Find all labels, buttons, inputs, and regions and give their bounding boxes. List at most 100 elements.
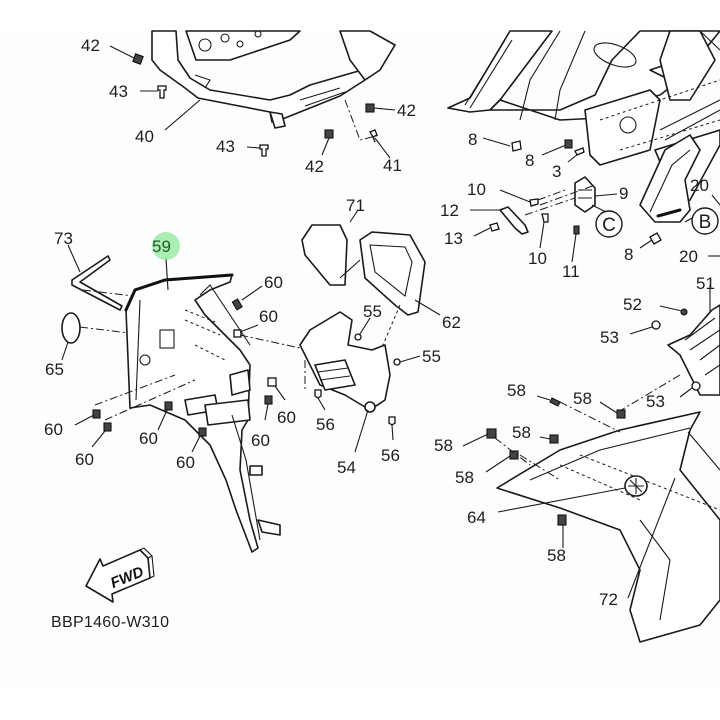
callout-20[interactable]: 20 <box>679 247 698 266</box>
fastener-60f <box>103 422 112 432</box>
fastener-42b <box>324 129 334 139</box>
part-20-harness-bracket <box>639 134 701 223</box>
fastener-58e <box>509 450 519 460</box>
callout-62[interactable]: 62 <box>442 313 461 332</box>
reference-marker-b-label: B <box>699 212 712 233</box>
callout-58[interactable]: 58 <box>455 468 474 487</box>
fastener-8a <box>511 140 522 152</box>
fastener-42a <box>132 53 144 65</box>
reference-marker-b: B <box>691 207 719 235</box>
callout-55[interactable]: 55 <box>422 347 441 366</box>
callout-13[interactable]: 13 <box>444 229 463 248</box>
callout-52[interactable]: 52 <box>623 295 642 314</box>
callout-42[interactable]: 42 <box>81 36 100 55</box>
fastener-10b <box>541 213 549 223</box>
part-73-trim-strip <box>71 255 123 311</box>
fastener-58a <box>549 397 561 407</box>
callout-12[interactable]: 12 <box>440 201 459 220</box>
callout-56[interactable]: 56 <box>316 415 335 434</box>
callout-labels: 42 43 40 43 42 42 41 8 8 3 10 9 20 12 13… <box>44 36 715 609</box>
callout-60[interactable]: 60 <box>259 307 278 326</box>
callout-8[interactable]: 8 <box>624 245 633 264</box>
fastener-43b <box>259 144 269 157</box>
callout-54[interactable]: 54 <box>337 458 356 477</box>
callout-58[interactable]: 58 <box>573 389 592 408</box>
callout-60[interactable]: 60 <box>251 431 270 450</box>
bottom-margin <box>0 688 720 720</box>
callout-53[interactable]: 53 <box>646 392 665 411</box>
callout-42[interactable]: 42 <box>397 101 416 120</box>
fastener-53b <box>691 381 701 391</box>
callout-10[interactable]: 10 <box>467 180 486 199</box>
callout-40[interactable]: 40 <box>135 127 154 146</box>
callout-20[interactable]: 20 <box>690 176 709 195</box>
reference-marker-c: C <box>595 210 623 238</box>
callout-56[interactable]: 56 <box>381 446 400 465</box>
fastener-58b <box>616 409 626 419</box>
callout-60[interactable]: 60 <box>75 450 94 469</box>
part-12-bracket <box>499 206 529 235</box>
fastener-10a <box>529 198 539 207</box>
callout-10[interactable]: 10 <box>528 249 547 268</box>
fastener-11 <box>573 225 580 235</box>
callout-53[interactable]: 53 <box>600 328 619 347</box>
callout-3[interactable]: 3 <box>552 162 561 181</box>
fastener-60g <box>164 401 173 411</box>
callout-72[interactable]: 72 <box>599 590 618 609</box>
part-54-mount-bracket <box>299 311 391 413</box>
part-40-stay-assembly <box>151 30 396 129</box>
callout-58[interactable]: 58 <box>434 436 453 455</box>
callout-60[interactable]: 60 <box>264 273 283 292</box>
callout-65[interactable]: 65 <box>45 360 64 379</box>
fastener-60b <box>233 329 242 338</box>
fastener-58c <box>486 428 497 439</box>
callout-73[interactable]: 73 <box>54 229 73 248</box>
fastener-8b <box>564 139 573 149</box>
callout-11[interactable]: 11 <box>562 262 580 281</box>
callout-60[interactable]: 60 <box>176 453 195 472</box>
fastener-52 <box>680 308 688 316</box>
fastener-56a <box>314 389 322 399</box>
callout-60[interactable]: 60 <box>44 420 63 439</box>
fastener-42c <box>365 103 375 113</box>
fastener-55b <box>393 358 401 366</box>
callout-8[interactable]: 8 <box>525 151 534 170</box>
callout-8[interactable]: 8 <box>468 130 477 149</box>
fastener-60d <box>264 395 273 405</box>
callout-42[interactable]: 42 <box>305 157 324 176</box>
fastener-60h <box>198 427 207 437</box>
callout-60[interactable]: 60 <box>139 429 158 448</box>
part-71-lens <box>301 224 348 286</box>
callout-55[interactable]: 55 <box>363 302 382 321</box>
fastener-41 <box>369 129 378 143</box>
callout-64[interactable]: 64 <box>467 508 486 527</box>
callout-43[interactable]: 43 <box>109 82 128 101</box>
callout-58[interactable]: 58 <box>507 381 526 400</box>
part-72-side-cowling <box>496 411 720 643</box>
fastener-8c <box>649 232 662 245</box>
callout-41[interactable]: 41 <box>383 156 402 175</box>
fastener-60a <box>231 298 243 311</box>
callout-59-highlight <box>152 232 180 260</box>
callout-60[interactable]: 60 <box>277 408 296 427</box>
part-9-bracket <box>574 176 596 213</box>
callout-58[interactable]: 58 <box>512 423 531 442</box>
callout-58[interactable]: 58 <box>547 546 566 565</box>
fastener-56b <box>388 416 396 426</box>
callout-9[interactable]: 9 <box>619 184 628 203</box>
fastener-53a <box>651 320 661 330</box>
part-62-bezel <box>359 231 426 316</box>
part-51-headlight-bracket <box>667 304 720 396</box>
fastener-58f <box>557 514 567 526</box>
fastener-13 <box>489 222 500 232</box>
callout-71[interactable]: 71 <box>346 196 365 215</box>
fastener-43a <box>157 85 167 99</box>
callout-51[interactable]: 51 <box>696 274 715 293</box>
callout-59-highlighted[interactable]: 59 <box>152 237 171 256</box>
fastener-60e <box>92 409 101 419</box>
callout-43[interactable]: 43 <box>216 137 235 156</box>
fastener-60c <box>267 377 277 387</box>
part-59-inner-panel <box>124 273 281 553</box>
